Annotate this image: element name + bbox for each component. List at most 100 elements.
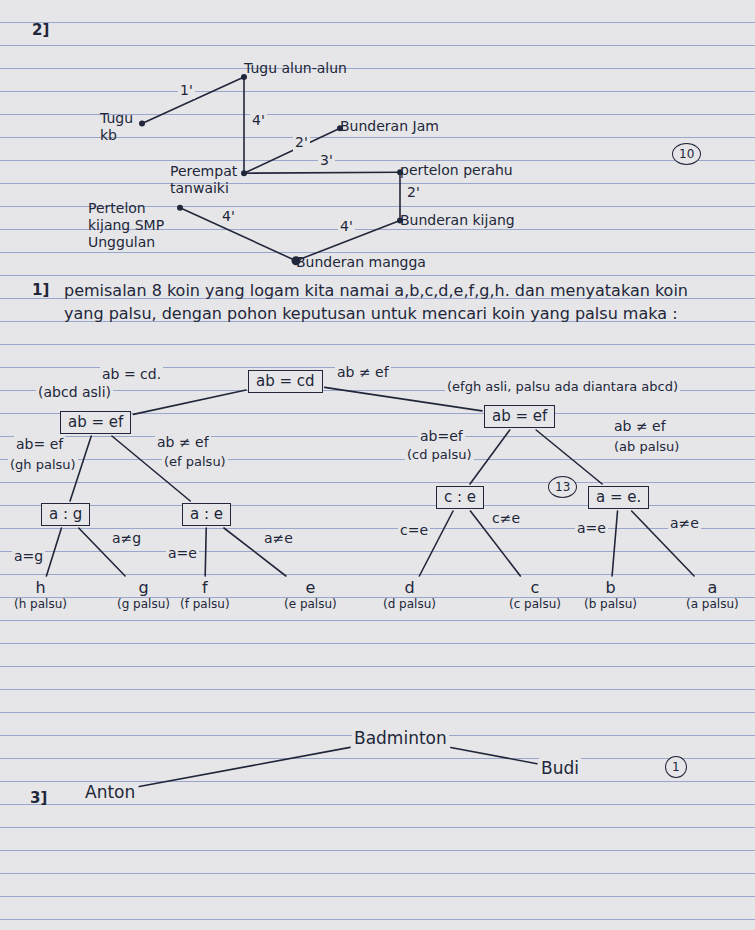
edge-label: ab ≠ ef [335, 364, 391, 381]
map-place: pertelon perahu [400, 162, 513, 179]
edge-label: a=e [575, 520, 608, 537]
edge-label: c=e [398, 522, 430, 539]
connector-line [244, 172, 400, 173]
branch-note: (efgh asli, palsu ada diantara abcd) [445, 378, 680, 395]
node-text: Perempat tanwaiki [170, 163, 244, 197]
edge-label: 2' [405, 184, 422, 201]
edge-label: a≠g [110, 530, 143, 547]
decision-box: ab = ef [484, 405, 555, 428]
edge-label: 4' [220, 208, 237, 225]
connector-line [142, 77, 244, 124]
edge-label: a≠e [262, 530, 295, 547]
edge-label: ab ≠ ef [155, 434, 211, 451]
node-text: d [383, 578, 436, 597]
map-place: Tugu kb [100, 110, 142, 144]
question-number: 2] [30, 22, 51, 39]
node-note: (h palsu) [14, 597, 67, 612]
edge-label: a=e [166, 545, 199, 562]
map-place: Bunderan kijang [400, 212, 515, 229]
edge-label: 4' [338, 218, 355, 235]
node-text: Pertelon kijang SMP Unggulan [88, 200, 180, 251]
edge-label: 3' [318, 152, 335, 169]
connector-line [205, 528, 206, 576]
question-number: 3] [28, 790, 49, 807]
result-leaf: h(h palsu) [14, 578, 67, 612]
decision-box: a : g [41, 503, 90, 526]
result-leaf: c(c palsu) [509, 578, 561, 612]
decision-box: c : e [436, 486, 484, 509]
decision-box: a = e. [588, 486, 649, 509]
edge-label: a≠e [668, 515, 701, 532]
tree-node: Badminton [352, 728, 449, 748]
node-text: a : e [190, 505, 223, 524]
node-text: Bunderan kijang [400, 212, 515, 229]
edge-label: 2' [293, 134, 310, 151]
node-text: h [14, 578, 67, 597]
result-leaf: e(e palsu) [284, 578, 337, 612]
node-text: f [180, 578, 230, 597]
connector-line [451, 747, 537, 763]
node-text: a [686, 578, 739, 597]
node-text: Bunderan mangga [296, 254, 426, 271]
node-text: ab = ef [68, 413, 123, 432]
node-text: g [117, 578, 170, 597]
node-note: (c palsu) [509, 597, 561, 612]
note-text: pemisalan 8 koin yang logam kita namai a… [62, 279, 706, 325]
connector-line [244, 128, 340, 173]
map-place: Perempat tanwaiki [170, 163, 244, 197]
result-leaf: f(f palsu) [180, 578, 230, 612]
result-leaf: b(b palsu) [584, 578, 637, 612]
node-note: (a palsu) [686, 597, 739, 612]
branch-note: (abcd asli) [36, 384, 113, 401]
tree-node: Budi [539, 758, 581, 778]
score-circle: 10 [672, 143, 701, 165]
node-text: Budi [541, 758, 579, 778]
edge-label: c≠e [490, 510, 522, 527]
node-text: Bunderan Jam [340, 118, 439, 135]
node-text: b [584, 578, 637, 597]
node-note: (b palsu) [584, 597, 637, 612]
connector-line [243, 77, 245, 173]
map-place: Pertelon kijang SMP Unggulan [88, 200, 180, 251]
node-note: (f palsu) [180, 597, 230, 612]
junction-dot [177, 205, 183, 211]
edge-label: ab=ef [418, 428, 465, 445]
map-place: Bunderan mangga [296, 254, 426, 271]
node-text: c : e [444, 488, 476, 507]
score-circle: 1 [665, 756, 687, 778]
map-place: Bunderan Jam [340, 118, 439, 135]
node-note: (e palsu) [284, 597, 337, 612]
edge-label: 4' [250, 112, 267, 129]
decision-box: ab = ef [60, 411, 131, 434]
node-text: e [284, 578, 337, 597]
edge-label: ab ≠ ef [612, 418, 668, 435]
node-text: c [509, 578, 561, 597]
node-note: (g palsu) [117, 597, 170, 612]
result-leaf: d(d palsu) [383, 578, 436, 612]
node-note: (d palsu) [383, 597, 436, 612]
edge-label: ab= ef [14, 436, 65, 453]
edge-label: ab = cd. [100, 366, 163, 383]
result-leaf: a(a palsu) [686, 578, 739, 612]
junction-dot [139, 121, 145, 127]
map-place: Tugu alun-alun [244, 60, 347, 77]
connector-line [139, 747, 350, 786]
node-text: Tugu kb [100, 110, 142, 144]
tree-node: Anton [83, 782, 137, 802]
connector-line [612, 511, 617, 576]
node-text: Badminton [354, 728, 447, 748]
node-text: a : g [49, 505, 82, 524]
branch-note: (gh palsu) [8, 456, 78, 473]
connector-line [536, 430, 602, 484]
node-text: pertelon perahu [400, 162, 513, 179]
question-number: 1] [30, 282, 51, 299]
connector-line [470, 430, 510, 484]
result-leaf: g(g palsu) [117, 578, 170, 612]
connector-line [46, 528, 61, 576]
connector-line [133, 390, 246, 414]
branch-note: (ef palsu) [162, 453, 228, 470]
branch-note: (cd palsu) [405, 446, 474, 463]
edge-label: 1' [178, 82, 195, 99]
score-circle: 13 [548, 476, 577, 498]
